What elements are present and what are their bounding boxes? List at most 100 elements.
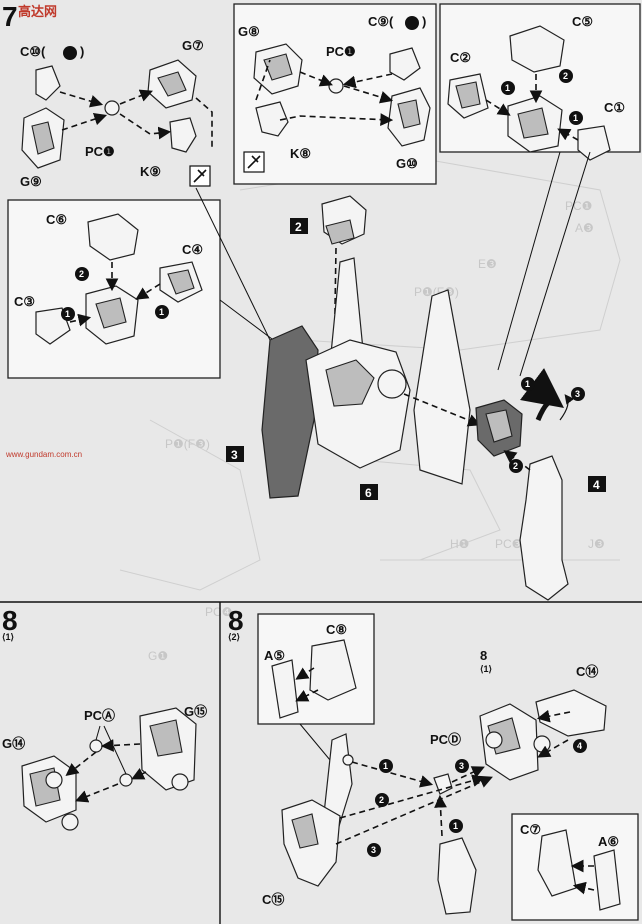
svg-text:3: 3: [371, 845, 376, 855]
part-fin-right: [413, 289, 471, 485]
inset-mid: G⑧ PC❶ C⑨( ) K⑧ G⑩: [238, 14, 431, 173]
svg-text:C⑥: C⑥: [46, 212, 67, 227]
svg-text:2: 2: [379, 795, 384, 805]
watermark-logo: 高达网 www.gundam.com.cn: [5, 4, 82, 459]
svg-text:C⑧: C⑧: [326, 622, 347, 637]
part-pc1: [328, 78, 344, 94]
ghost-label: H❶: [450, 537, 469, 551]
svg-text:C⑤: C⑤: [572, 14, 593, 29]
svg-text:www.gundam.com.cn: www.gundam.com.cn: [5, 450, 82, 459]
svg-text:A⑤: A⑤: [264, 648, 285, 663]
part-a5: [271, 659, 299, 719]
svg-text:C②: C②: [450, 50, 471, 65]
step-number: 8: [2, 605, 18, 636]
svg-text:2: 2: [513, 461, 518, 471]
ghost-label: PC❶: [565, 199, 592, 213]
svg-text:G⑭: G⑭: [2, 736, 25, 751]
svg-text:2: 2: [79, 269, 84, 279]
step-number: 7: [2, 1, 18, 32]
step8b: 8 ⟨2⟩ C⑧ A⑤ 1 PCⒹ 3 8 ⟨1⟩ C⑭ 4 C⑮: [228, 605, 639, 921]
main-assembly-step7: 2 1 3 2 3 6 4: [226, 195, 606, 601]
inset-left-bottom: C⑥ C④ C③ 2 1 1: [14, 212, 203, 345]
ghost-label: E❸: [478, 257, 497, 271]
part-c6: [87, 213, 139, 261]
svg-text:PCⒹ: PCⒹ: [430, 732, 461, 747]
part-pcd: [433, 773, 453, 795]
svg-text:K⑧: K⑧: [290, 146, 311, 161]
svg-text:1: 1: [453, 821, 458, 831]
svg-text:2: 2: [563, 71, 568, 81]
svg-text:G⑮: G⑮: [184, 704, 207, 719]
part-c1: [577, 125, 611, 161]
part-box-4: [588, 476, 606, 492]
inset-mid-frame: [233, 3, 437, 185]
svg-text:3: 3: [459, 761, 464, 771]
ghost-label: PC❸: [495, 537, 522, 551]
svg-text:C①: C①: [604, 100, 625, 115]
svg-text:C⑮: C⑮: [262, 892, 284, 907]
svg-text:1: 1: [65, 309, 70, 319]
svg-text:1: 1: [573, 113, 578, 123]
svg-text:C⑦: C⑦: [520, 822, 541, 837]
svg-text:3: 3: [575, 389, 580, 399]
svg-text:): ): [80, 44, 84, 59]
ghost-label: P❶(F❸): [165, 437, 210, 451]
part-k9: [169, 117, 197, 153]
ghost-label: G❶: [148, 649, 168, 663]
svg-text:A⑥: A⑥: [598, 834, 619, 849]
svg-text:3: 3: [231, 448, 238, 462]
part-pca: [119, 773, 133, 787]
svg-text:PC❶: PC❶: [326, 44, 356, 59]
part-c10: [35, 65, 61, 101]
svg-text:高达网: 高达网: [18, 4, 57, 19]
svg-text:2: 2: [295, 220, 302, 234]
step-number: 8: [228, 605, 244, 636]
part-arm-left: [261, 325, 319, 499]
part-c5: [509, 25, 565, 73]
svg-text:G⑨: G⑨: [20, 174, 42, 189]
svg-text:⟨2⟩: ⟨2⟩: [228, 632, 240, 642]
step8a: 8 ⟨1⟩ PCⒶ G⑮ G⑭: [2, 605, 207, 831]
svg-text:1: 1: [159, 307, 164, 317]
svg-text:1: 1: [383, 761, 388, 771]
part-a6: [593, 849, 621, 911]
black-dot-icon: [405, 16, 419, 30]
part-c8: [309, 639, 357, 701]
svg-text:4: 4: [577, 741, 582, 751]
svg-text:C③: C③: [14, 294, 35, 309]
black-dot-icon: [63, 46, 77, 60]
svg-text:PC❶: PC❶: [85, 144, 115, 159]
part-c9: [389, 47, 421, 81]
part-box-6: [360, 484, 378, 500]
part-pca: [89, 739, 103, 753]
svg-text:C⑭: C⑭: [576, 664, 598, 679]
svg-text:G⑧: G⑧: [238, 24, 260, 39]
part-k8: [255, 101, 289, 137]
svg-text:PCⒶ: PCⒶ: [84, 708, 115, 723]
part-lower-plate: [437, 837, 477, 915]
svg-text:C⑨(: C⑨(: [368, 14, 394, 29]
svg-text:1: 1: [525, 379, 530, 389]
ghost-label: A❸: [575, 221, 594, 235]
inset-right: C⑤ C② C① 1 2 1: [447, 14, 625, 161]
part-c7: [537, 829, 577, 897]
part-pc1: [104, 100, 120, 116]
ghost-label: J❸: [588, 537, 605, 551]
svg-text:1: 1: [505, 83, 510, 93]
svg-text:): ): [422, 14, 426, 29]
inset-left-top: C⑩( ) G⑦ PC❶ G⑨ K⑨: [20, 38, 213, 189]
svg-text:C⑩(: C⑩(: [20, 44, 46, 59]
part-c3: [35, 307, 71, 345]
svg-text:C④: C④: [182, 242, 203, 257]
svg-text:⟨1⟩: ⟨1⟩: [480, 664, 492, 674]
svg-text:6: 6: [365, 486, 372, 500]
svg-text:G⑩: G⑩: [396, 156, 418, 171]
svg-text:⟨1⟩: ⟨1⟩: [2, 632, 14, 642]
svg-text:K⑨: K⑨: [140, 164, 161, 179]
svg-text:4: 4: [593, 478, 600, 492]
part-c14: [535, 689, 607, 737]
ghost-label: PC❹: [205, 605, 232, 619]
svg-text:8: 8: [480, 648, 487, 663]
